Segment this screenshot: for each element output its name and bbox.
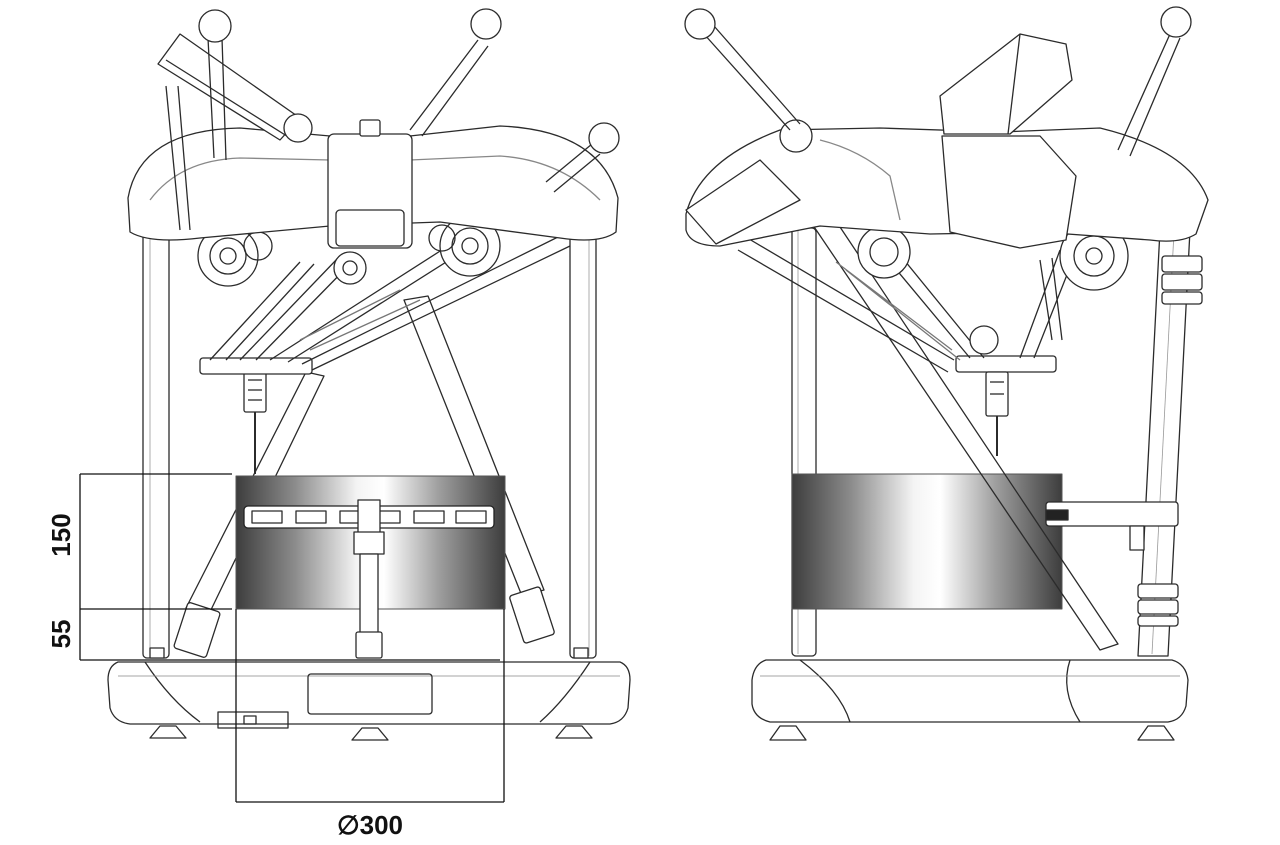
front-base [107,661,631,741]
side-workspace-cylinder [791,473,1063,610]
side-gripper [1045,501,1179,551]
side-parallel-arms [835,249,1077,361]
side-base [751,659,1189,741]
front-view [107,8,631,741]
dim-diameter-label: ∅300 [337,810,403,840]
side-levers [684,6,1192,341]
front-columns [142,229,597,659]
side-motors [857,221,1129,355]
side-top-housing [685,33,1209,249]
dim-height-total-label: 150 [46,513,76,556]
side-view [684,6,1209,741]
dimension-lines [79,473,505,803]
front-motors [197,215,501,287]
front-top-housing [127,33,619,249]
front-effector [199,357,313,474]
front-parallel-arms [209,235,571,371]
dim-height-base-label: 55 [46,620,76,649]
front-levers [165,8,620,231]
side-effector [955,355,1057,456]
front-gripper [243,499,495,659]
side-column-clamps [1137,255,1203,627]
